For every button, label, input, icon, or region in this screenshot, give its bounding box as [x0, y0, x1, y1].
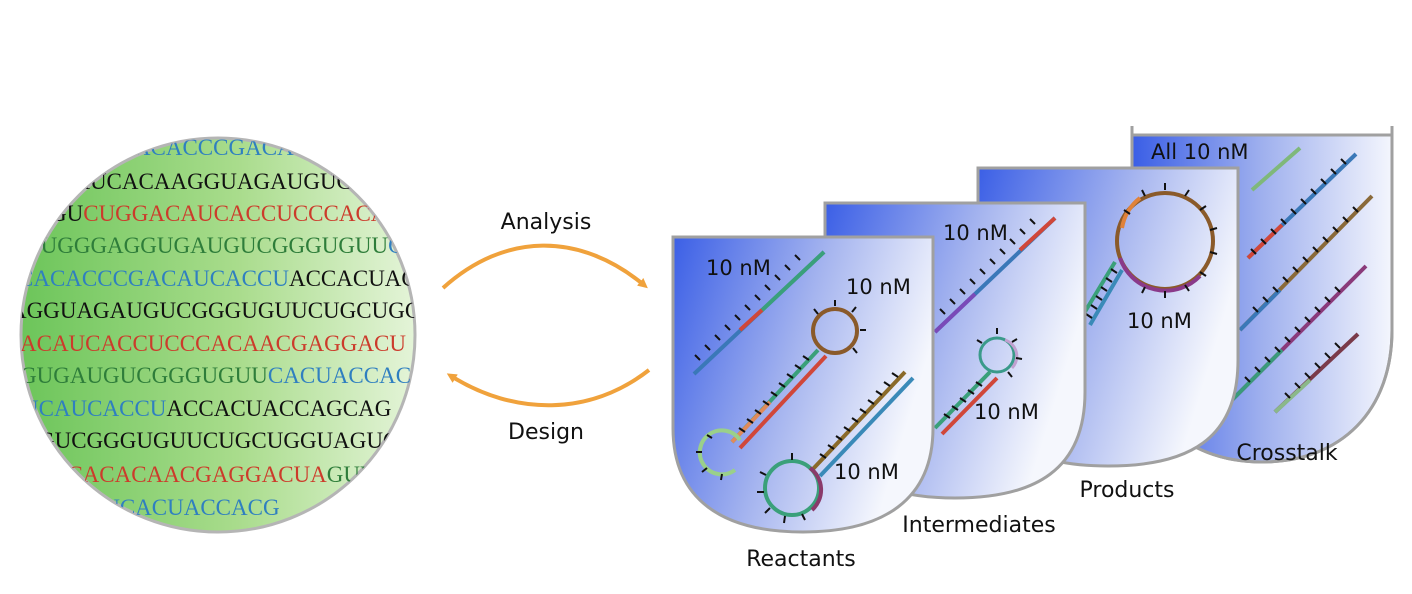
sequence-line: UCAUCACCUACCACUACCAGCAG	[22, 396, 391, 421]
design-label: Design	[508, 420, 584, 445]
intermediates-strands	[933, 216, 1057, 436]
crosstalk-concentration: All 10 nM	[1151, 140, 1249, 164]
sequence-line: ACAUCACCUCCCACAACGAGGACU	[20, 331, 406, 356]
sequence-segment: ACCACUACCAGCAG	[166, 396, 391, 421]
sequence-line: GUCUGGACAUCACCUCCCACA	[50, 201, 388, 226]
sequence-line: GUCGGGUGUUCUGCUGGUAGUG	[38, 428, 400, 453]
reactants-strands	[692, 250, 915, 524]
reactants-label: Reactants	[746, 547, 856, 572]
intermediates-concentration-2: 10 nM	[974, 400, 1039, 424]
sequence-circle: UCACACACCCGACAUC CAUCACAAGGUAGAUGUCGGG G…	[10, 136, 421, 534]
products-concentration: 10 nM	[1127, 309, 1192, 333]
sequence-line: GUGGGAGGUGAUGUCGGGUGUUC	[24, 233, 404, 258]
sequence-segment: UCAUCACCU	[22, 396, 167, 421]
products-label: Products	[1080, 478, 1175, 503]
sequence-segment: AGGUAGAUGUCGGGUGUUCUGCUGG	[10, 298, 421, 323]
sequence-segment: GUCGGGUGUUCUGCUGGUAGUG	[38, 428, 400, 453]
tube-reactants: 10 nM 10 nM 10 nM Reactants	[671, 235, 935, 572]
sequence-line: AGGUAGAUGUCGGGUGUUCUGCUGG	[10, 298, 421, 323]
reactants-concentration-2: 10 nM	[846, 275, 911, 299]
products-strands	[1081, 183, 1218, 327]
sequence-segment: CAUCACAAGGUAGAUGUCGGG	[58, 169, 402, 194]
analysis-label: Analysis	[501, 210, 592, 235]
sequence-segment: CCACACAACGAGGACUA	[52, 462, 327, 487]
sequence-line: CAUCACAAGGUAGAUGUCGGG	[58, 169, 402, 194]
sequence-segment: ACCACUAC	[289, 266, 417, 291]
reactants-concentration-3: 10 nM	[834, 460, 899, 484]
sequence-segment: GUGGGAGGUGAUGUCGGGUGUU	[24, 233, 389, 258]
sequence-line: CACACCCGACAUCACCUACCACUAC	[18, 266, 417, 291]
sequence-segment: GUGAUGUCGGGUGUU	[20, 363, 268, 388]
intermediates-label: Intermediates	[902, 513, 1055, 538]
sequence-segment: GUU	[327, 462, 377, 487]
design-arrow	[446, 368, 651, 408]
sequence-line: GUGAUGUCGGGUGUUCACUACCAC	[20, 363, 411, 388]
sequence-segment: CACACCCGACAUCACCU	[18, 266, 289, 291]
sequence-segment: CACUACCAC	[268, 363, 411, 388]
sequence-line: GUUCACUACCACG	[70, 495, 280, 520]
sequence-segment: ACAUCACCUCCCACAACGAGGACU	[20, 331, 406, 356]
reactants-concentration-1: 10 nM	[706, 256, 771, 280]
sequence-segment: GUUCACUACCACG	[70, 495, 280, 520]
crosstalk-strands	[1230, 146, 1374, 414]
intermediates-concentration-1: 10 nM	[943, 221, 1008, 245]
crosstalk-label: Crosstalk	[1236, 441, 1338, 466]
analysis-arrow	[441, 243, 648, 290]
sequence-line: CCACACAACGAGGACUAGUU	[52, 462, 377, 487]
sequence-segment: CUGGACAUCACCUCCCACA	[83, 201, 388, 226]
